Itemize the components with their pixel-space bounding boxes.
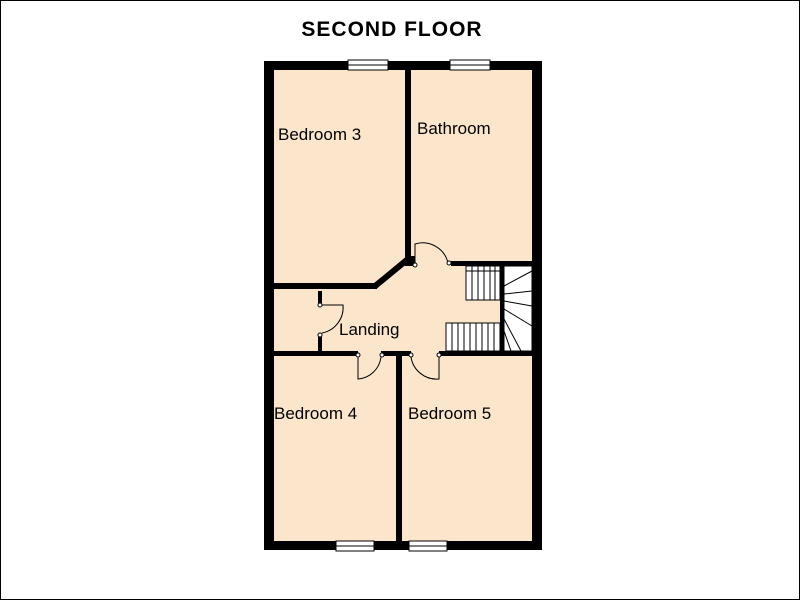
room-label-bedroom5: Bedroom 5 bbox=[408, 404, 491, 423]
window-top-left bbox=[347, 59, 389, 71]
interior-walls bbox=[274, 70, 532, 541]
outer-wall-bottom bbox=[264, 541, 542, 550]
room-label-bedroom3: Bedroom 3 bbox=[278, 125, 361, 144]
window-top-right bbox=[449, 59, 491, 71]
floor-area bbox=[264, 61, 542, 549]
room-label-landing: Landing bbox=[339, 320, 400, 339]
diagonal-wall bbox=[372, 256, 410, 290]
outer-wall-right bbox=[532, 61, 542, 549]
floor-title: SECOND FLOOR bbox=[301, 18, 483, 41]
outer-wall-left bbox=[264, 61, 274, 549]
outer-wall-top bbox=[264, 61, 542, 70]
doors bbox=[317, 242, 452, 380]
window-bottom-left bbox=[335, 540, 375, 552]
window-bottom-right bbox=[408, 540, 448, 552]
room-label-bathroom: Bathroom bbox=[417, 119, 491, 138]
staircase bbox=[445, 265, 533, 352]
room-label-bedroom4: Bedroom 4 bbox=[274, 404, 357, 423]
